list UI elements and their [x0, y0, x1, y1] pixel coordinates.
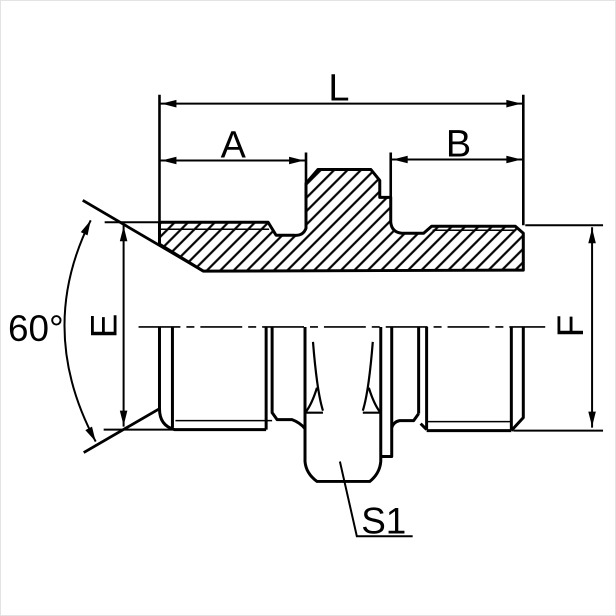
arrow-L-right — [506, 99, 522, 108]
cone-flank-upper — [82, 199, 205, 273]
dim-label-hex-size: S1 — [361, 500, 406, 541]
external-lower-half — [157, 326, 525, 483]
arrow-B-right — [506, 155, 522, 164]
right-od — [419, 422, 512, 433]
hex-runout-left — [305, 341, 324, 414]
hex-runout-right — [361, 341, 381, 414]
leader-s1 — [338, 461, 413, 538]
arrow-F-bottom — [588, 411, 596, 427]
collar — [380, 326, 394, 459]
arrow-L-left — [161, 99, 177, 108]
dim-label-overall-length: L — [328, 68, 349, 110]
dim-label-right-diameter: F — [550, 315, 591, 338]
arrow-A-left — [161, 156, 177, 165]
left-face-and-od — [157, 326, 267, 432]
arrow-E-top — [119, 226, 128, 242]
arrow-A-right — [289, 156, 305, 165]
right-face — [510, 326, 525, 432]
labels: L A B 60° E F S1 — [8, 68, 591, 542]
section-upper-half — [82, 167, 525, 454]
arrow-B-left — [392, 155, 408, 164]
angle-arc — [63, 219, 97, 443]
dim-label-left-thread-length: A — [221, 124, 247, 166]
arrow-arc-bottom — [85, 426, 96, 442]
section-profile — [157, 167, 525, 273]
dim-label-cone-angle: 60° — [8, 308, 64, 349]
arrow-arc-top — [80, 220, 91, 236]
arrow-E-bottom — [119, 410, 128, 426]
arrow-F-top — [588, 228, 596, 244]
dimensions — [63, 94, 604, 538]
hex-silhouette — [303, 326, 383, 483]
dim-label-left-diameter: E — [84, 314, 125, 339]
dim-label-right-thread-length: B — [446, 123, 471, 165]
left-undercut — [270, 326, 307, 430]
arrowheads — [80, 99, 596, 442]
right-undercut — [390, 326, 421, 429]
